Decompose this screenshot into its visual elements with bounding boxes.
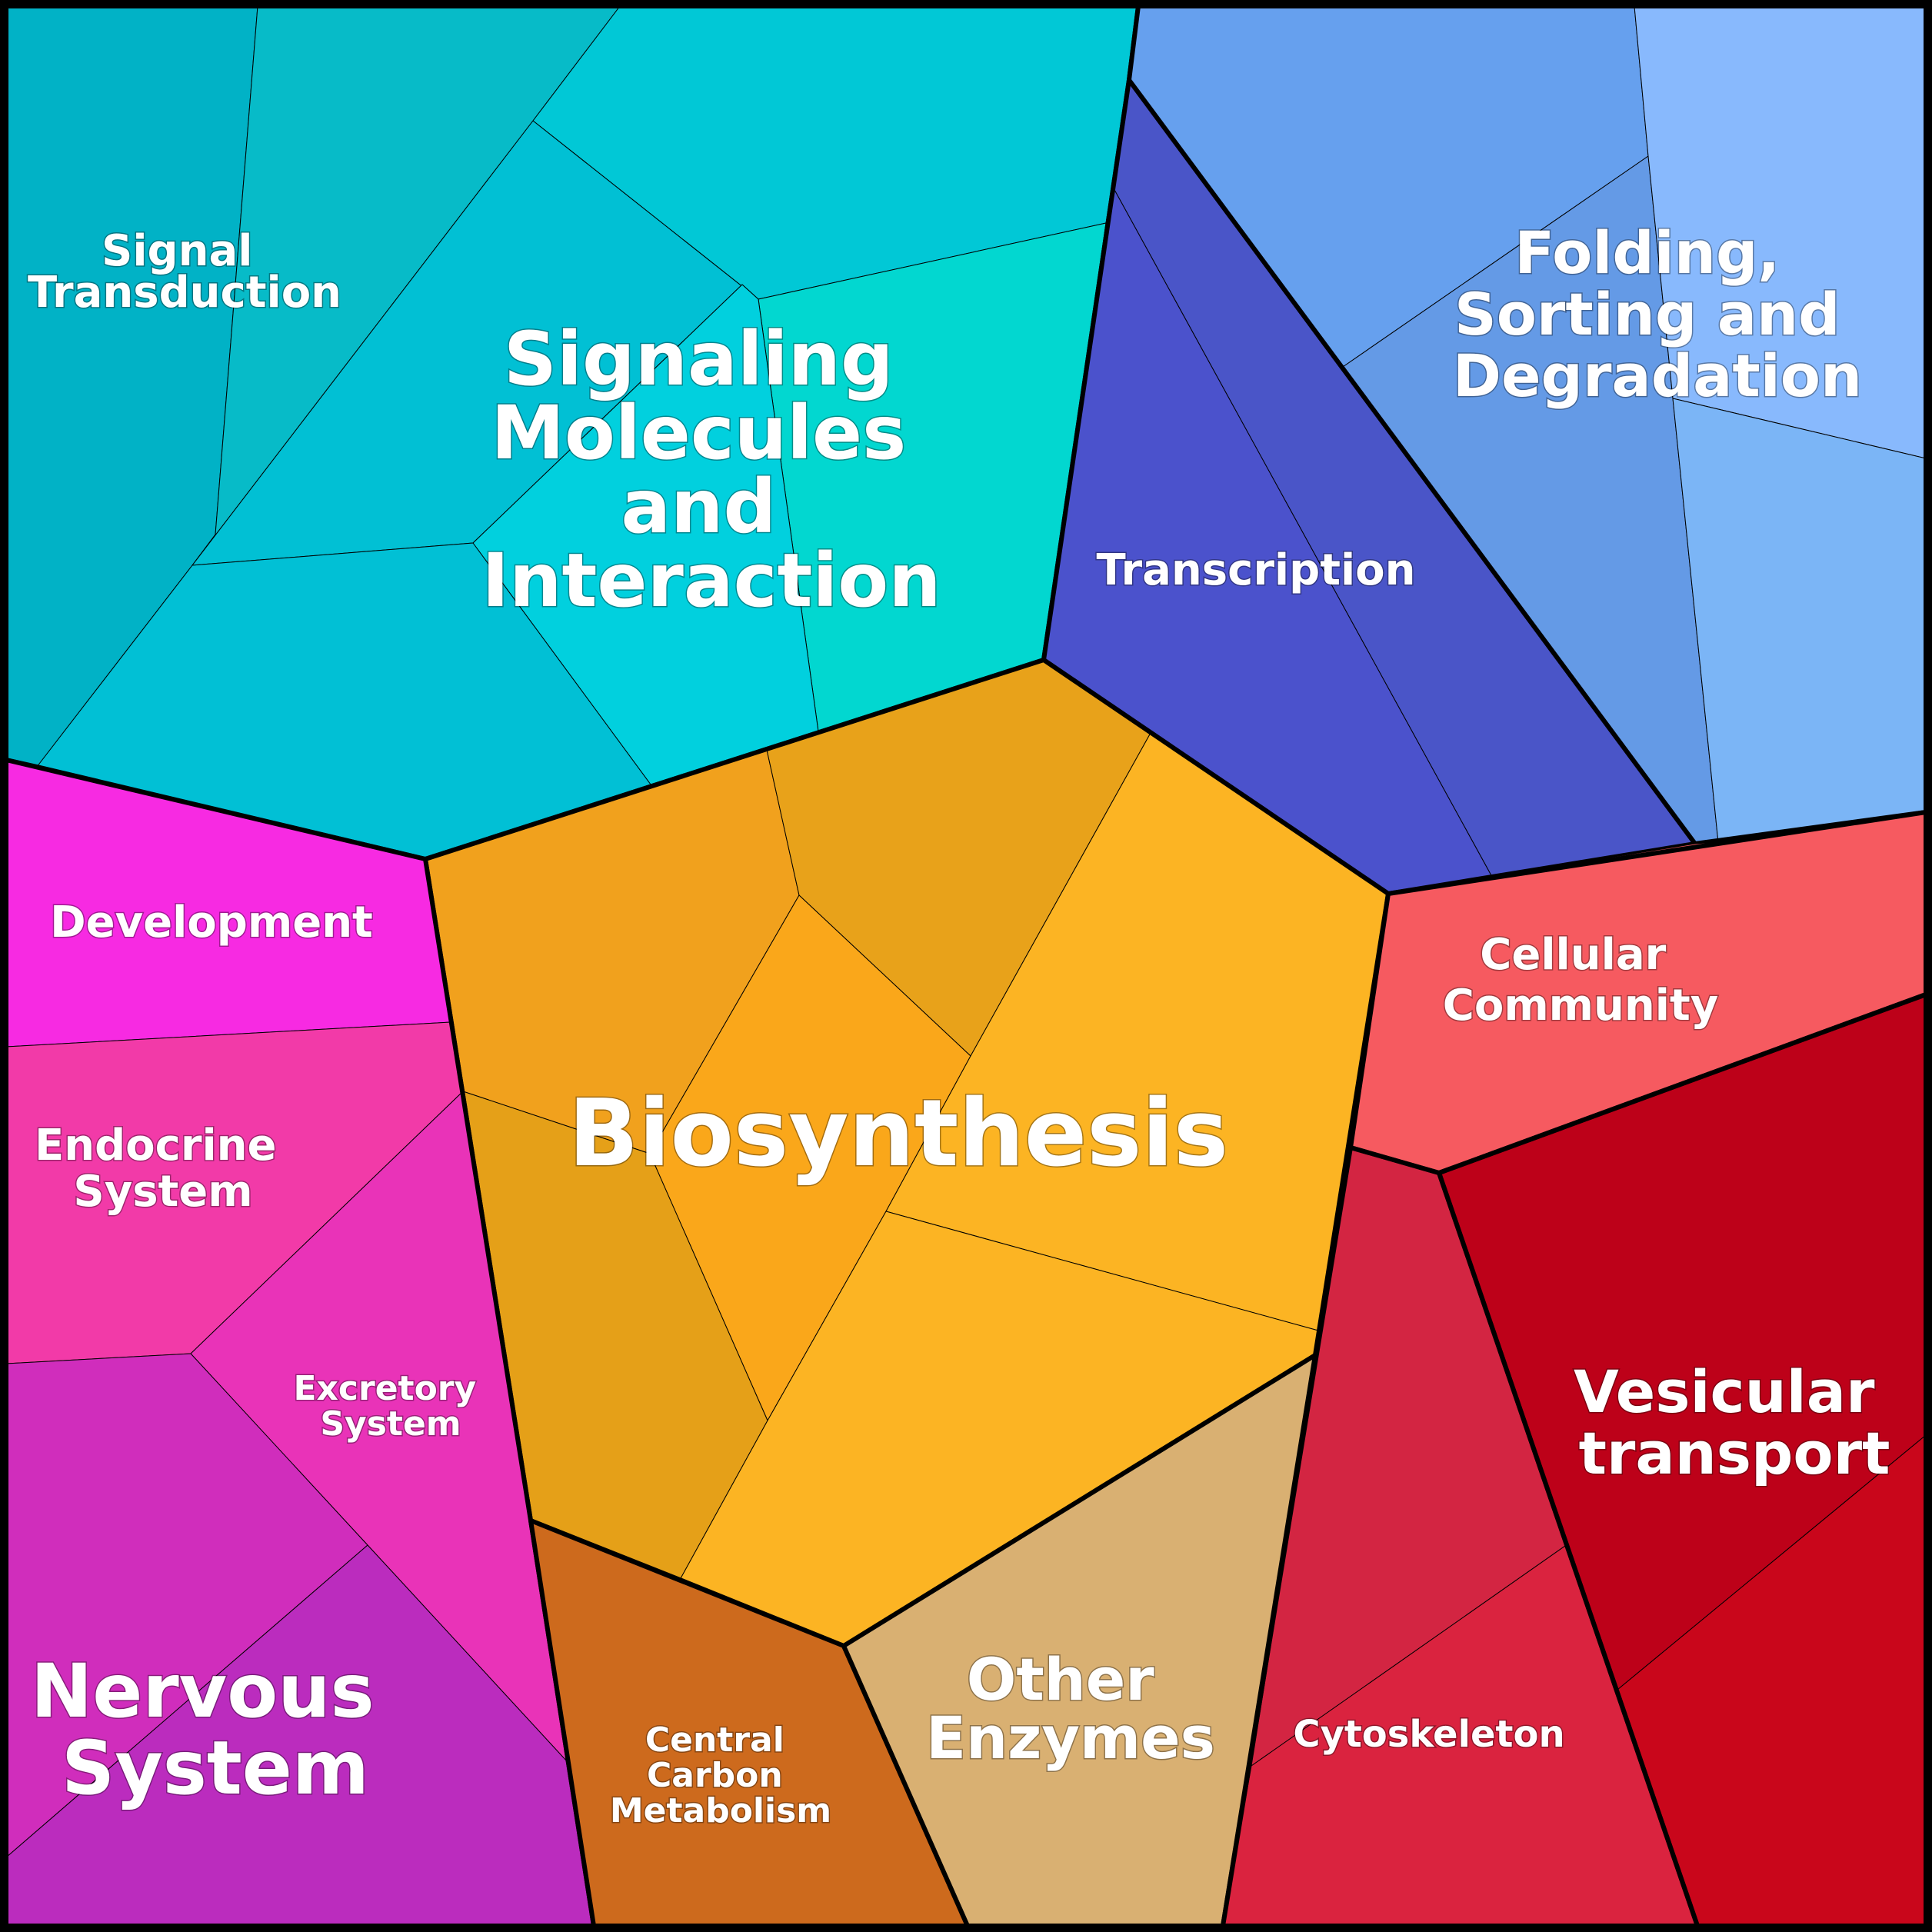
label-biosynthesis: Biosynthesis bbox=[568, 1081, 1228, 1188]
label-central-carbon: Central Carbon Metabolism bbox=[610, 1720, 831, 1830]
group-biosynthesis bbox=[423, 658, 1391, 1648]
label-excretory: Excretory System bbox=[293, 1369, 488, 1444]
label-cellular-community: Cellular Community bbox=[1443, 930, 1718, 1031]
group-folding bbox=[1127, 4, 1928, 846]
label-transcription: Transcription bbox=[1096, 545, 1415, 595]
group-signaling bbox=[4, 4, 1141, 861]
group-organismal bbox=[4, 758, 596, 1928]
label-folding: Folding, Sorting and Degradation bbox=[1453, 218, 1862, 410]
label-vesicular: Vesicular transport bbox=[1574, 1357, 1895, 1487]
labels: Signaling Molecules and Interaction Sign… bbox=[26, 218, 1895, 1832]
label-signaling: Signaling Molecules and Interaction bbox=[481, 316, 941, 624]
label-endocrine: Endocrine System bbox=[35, 1121, 291, 1217]
label-other-enzymes: Other Enzymes bbox=[926, 1645, 1215, 1772]
group-cellular bbox=[1221, 810, 1928, 1928]
label-nervous: Nervous System bbox=[31, 1648, 400, 1811]
label-signal-transduction: Signal Transduction bbox=[28, 226, 341, 318]
label-development: Development bbox=[50, 898, 373, 948]
label-cytoskeleton: Cytoskeleton bbox=[1293, 1713, 1564, 1756]
